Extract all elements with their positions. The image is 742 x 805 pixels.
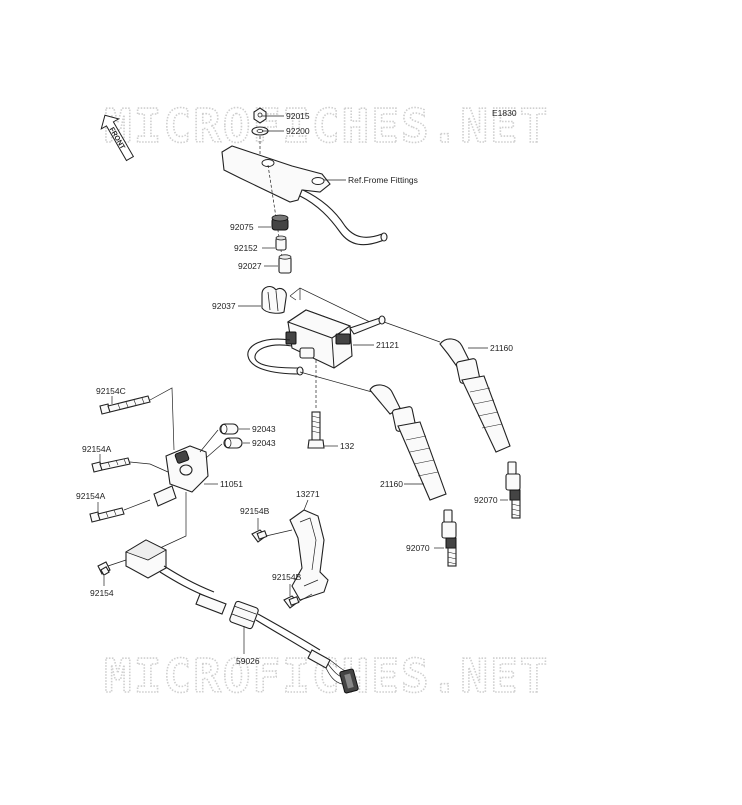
label-92075: 92075 [230, 222, 254, 232]
collar-92152 [275, 235, 287, 251]
spark-plug-right-92070 [505, 461, 521, 519]
label-21121: 21121 [376, 340, 399, 350]
ignition-coil-bracket [221, 145, 388, 246]
bolt-92154A-top [91, 457, 131, 473]
watermark-top: MICROFICHES.NET [104, 99, 549, 153]
label-21160-right: 21160 [490, 343, 513, 353]
diagram-code: E1830 [492, 108, 517, 118]
label-92043-top: 92043 [252, 424, 276, 434]
sleeve-92027 [278, 254, 292, 274]
bolt-92154C [99, 395, 151, 415]
grommet-92043-bottom [223, 437, 243, 449]
spark-plug-cap-center-21160 [369, 384, 447, 501]
label-92037: 92037 [212, 301, 236, 311]
label-13271: 13271 [296, 489, 320, 499]
label-21160-center: 21160 [380, 479, 403, 489]
bolt-92154B-bottom [283, 595, 300, 609]
harness-plug [339, 668, 359, 694]
clamp-92037 [261, 285, 287, 314]
bolt-92154 [97, 561, 111, 576]
label-92043-bottom: 92043 [252, 438, 276, 448]
pickup-sensor-11051 [153, 445, 209, 507]
label-92154A-top: 92154A [82, 444, 112, 454]
label-92015: 92015 [286, 111, 310, 121]
label-92200: 92200 [286, 126, 310, 136]
spark-plug-cap-right-21160 [439, 338, 511, 453]
label-92152: 92152 [234, 243, 258, 253]
grommet-92043-top [219, 423, 239, 435]
label-92154: 92154 [90, 588, 114, 598]
grommet-92075 [271, 214, 289, 231]
grommet-59026 [229, 600, 259, 630]
label-92027: 92027 [238, 261, 262, 271]
label-92154A-bottom: 92154A [76, 491, 106, 501]
ignition-coil-21121 [285, 309, 386, 369]
label-92070-right: 92070 [474, 495, 498, 505]
bolt-92154A-bottom [89, 507, 125, 523]
nut-92015 [253, 107, 267, 124]
bolt-132 [307, 411, 325, 449]
label-132: 132 [340, 441, 354, 451]
cover-13271 [289, 509, 329, 601]
label-92070-center: 92070 [406, 543, 430, 553]
watermark-bottom: MICROFICHES.NET [104, 649, 549, 703]
label-59026: 59026 [236, 656, 260, 666]
bolt-92154B-top [251, 529, 268, 543]
label-92154B-bottom: 92154B [272, 572, 302, 582]
reference-note: Ref.Frome Fittings [348, 175, 418, 185]
label-92154B-top: 92154B [240, 506, 270, 516]
spark-plug-center-92070 [441, 509, 457, 567]
label-11051: 11051 [220, 479, 243, 489]
label-92154C: 92154C [96, 386, 126, 396]
sensor-connector [125, 539, 167, 579]
